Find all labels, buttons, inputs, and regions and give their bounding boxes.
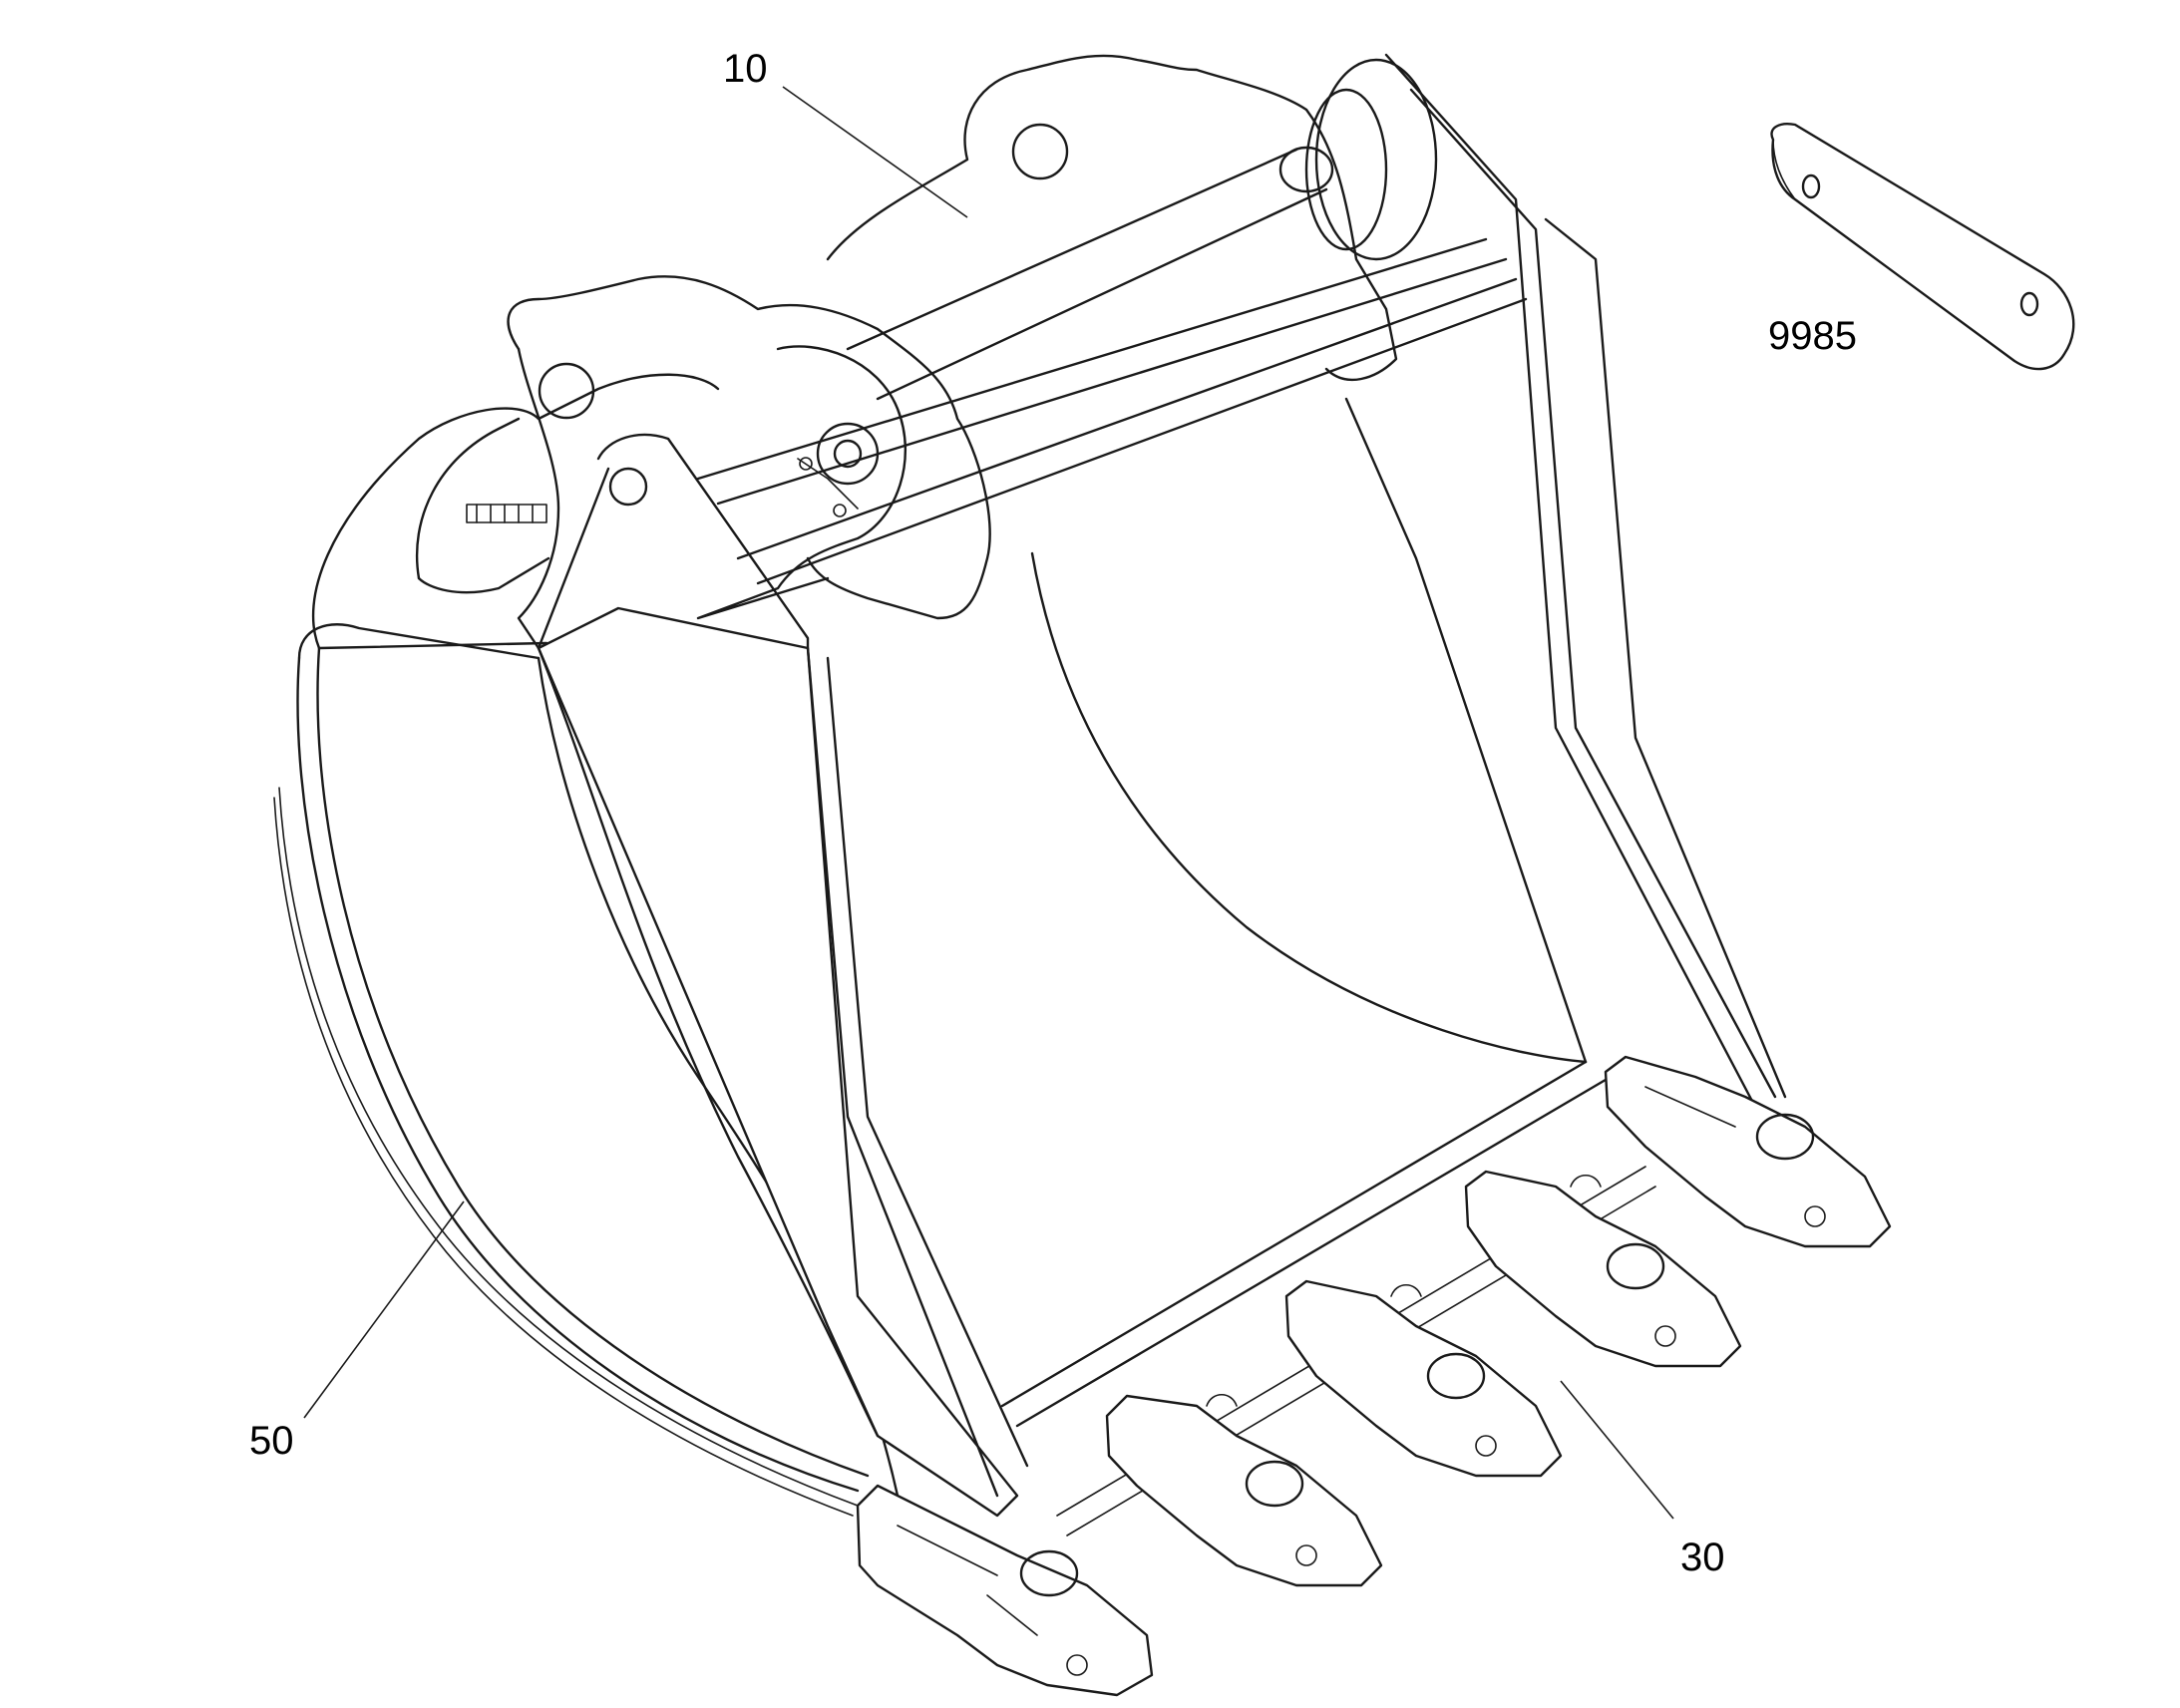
tooth-assembly-2 — [1284, 1279, 1563, 1478]
callout-label-30: 30 — [1680, 1536, 1725, 1579]
mounting-bracket — [415, 54, 1528, 650]
tooth-assembly-right-corner — [1604, 1055, 1892, 1248]
callouts: 10 9985 50 30 — [249, 47, 1857, 1579]
leader-lines — [303, 86, 1674, 1520]
tooth-assembly-3 — [1464, 1170, 1742, 1368]
callout-label-50: 50 — [249, 1419, 294, 1463]
leader-line-50 — [303, 1200, 465, 1419]
tooth-assembly-left-corner — [856, 1484, 1154, 1697]
callout-label-10: 10 — [723, 47, 768, 91]
leader-line-10 — [782, 86, 968, 218]
callout-label-9985: 9985 — [1768, 314, 1857, 358]
identification-plate — [466, 504, 547, 523]
bucket-body — [273, 53, 1787, 1537]
leader-line-30 — [1560, 1380, 1674, 1520]
tooth-assembly-1 — [1105, 1393, 1383, 1587]
spacer-plate — [1770, 123, 2075, 371]
